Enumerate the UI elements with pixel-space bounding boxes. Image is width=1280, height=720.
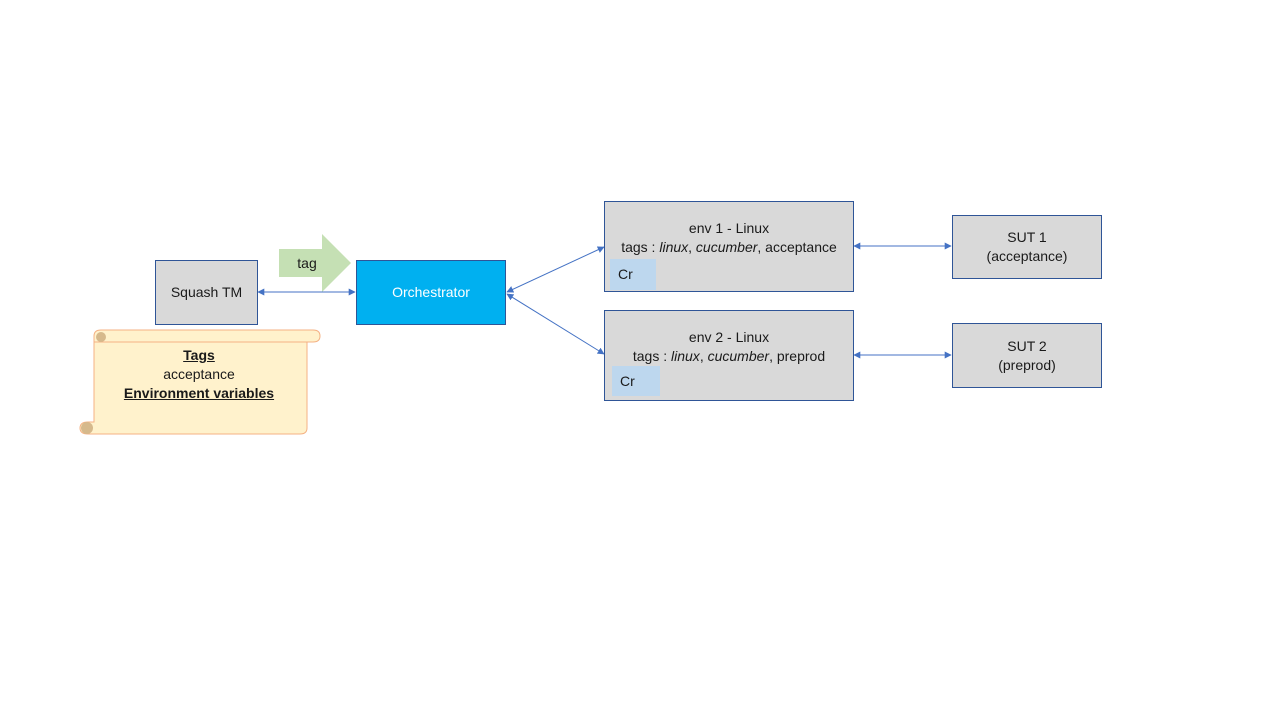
env1-tag-acceptance: acceptance xyxy=(765,239,837,255)
sut2-title: SUT 2 xyxy=(1007,337,1047,354)
env1-tag-cucumber: cucumber xyxy=(695,239,758,255)
scroll-tags-heading: Tags xyxy=(183,347,215,363)
sut1-subtitle: (acceptance) xyxy=(986,248,1068,264)
sut1-title: SUT 1 xyxy=(1007,229,1047,245)
orchestrator-label: Orchestrator xyxy=(392,284,470,300)
env2-tag-linux: linux xyxy=(671,348,700,364)
scroll-tags-value: acceptance xyxy=(163,366,235,382)
env1-box: env 1 - Linux tags : linux, cucumber, ac… xyxy=(604,201,854,292)
env1-title: env 1 - Linux xyxy=(688,220,770,236)
env2-tags-prefix: tags : xyxy=(632,348,672,364)
env2-sep2: , xyxy=(769,348,777,364)
env1-tags-prefix: tags : xyxy=(621,239,660,255)
scroll-env-vars-heading: Environment variables xyxy=(123,385,275,401)
env2-tag-cucumber: cucumber xyxy=(707,348,770,364)
squash-tm-box: Squash TM xyxy=(155,260,258,325)
sut2-box: SUT 2 (preprod) xyxy=(952,323,1102,388)
scroll-shape xyxy=(79,329,321,435)
env2-box: env 2 - Linux tags : linux, cucumber, pr… xyxy=(604,310,854,401)
env2-cr-box: Cr xyxy=(612,366,660,396)
env1-tags: tags : linux, cucumber, acceptance xyxy=(605,238,853,257)
connector-orchestrator-env1 xyxy=(506,246,605,293)
tag-block-arrow xyxy=(279,234,351,292)
env1-cr-box: Cr xyxy=(610,259,656,290)
env1-sep2: , xyxy=(757,239,766,255)
connector-orchestrator-env2 xyxy=(506,293,605,355)
tag-arrow-label: tag xyxy=(297,255,317,271)
env1-tag-linux: linux xyxy=(659,239,689,255)
env2-tags: tags : linux, cucumber, preprod xyxy=(605,347,853,366)
sut1-box: SUT 1 (acceptance) xyxy=(952,215,1102,279)
orchestrator-box: Orchestrator xyxy=(356,260,506,325)
scroll-note: Tags acceptance Environment variables xyxy=(96,346,302,403)
sut2-subtitle: (preprod) xyxy=(998,356,1056,373)
env1-sep1: , xyxy=(688,239,696,255)
env2-tag-preprod: preprod xyxy=(776,348,826,364)
env2-sep1: , xyxy=(699,348,708,364)
squash-tm-label: Squash TM xyxy=(170,284,243,300)
env2-title: env 2 - Linux xyxy=(688,329,770,345)
